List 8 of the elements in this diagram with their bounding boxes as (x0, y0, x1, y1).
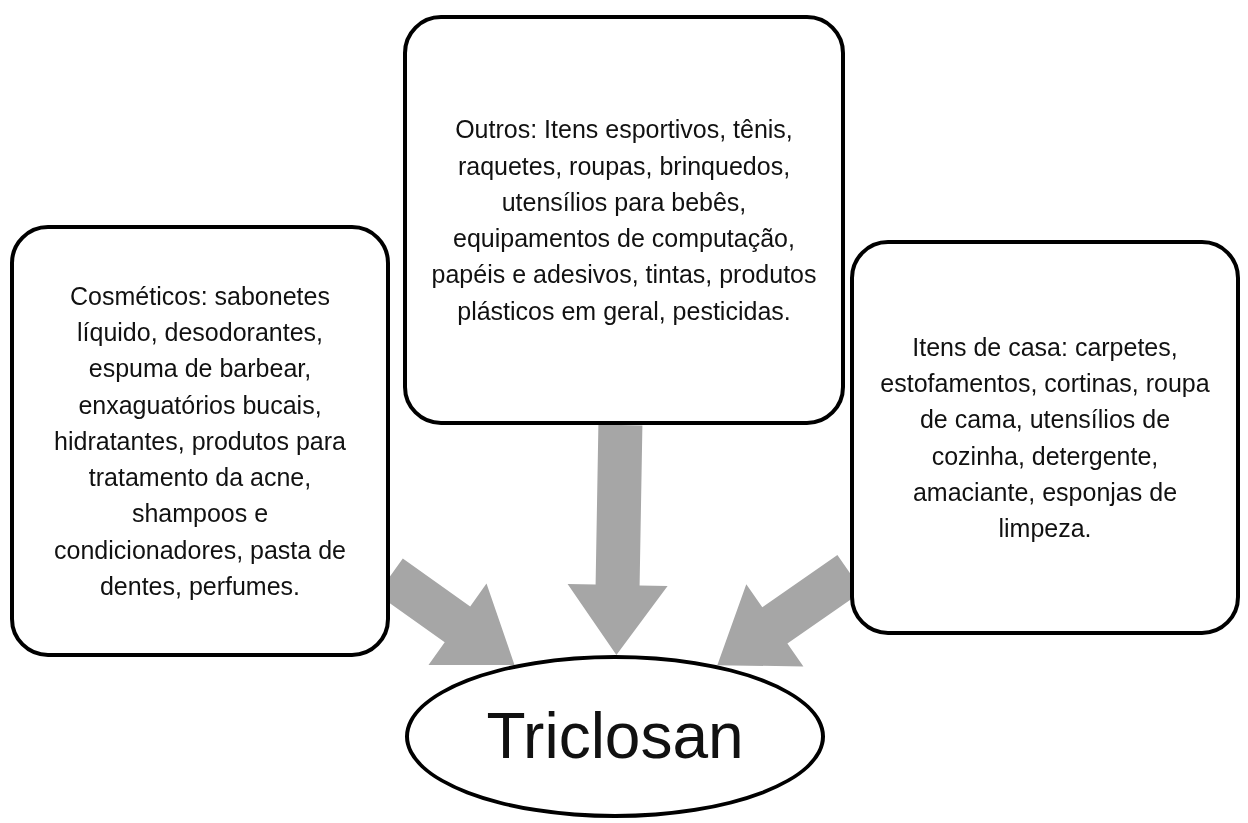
block-arrow (567, 424, 668, 655)
node-text: Triclosan (486, 699, 744, 775)
node-text: Itens de casa: carpetes, estofamentos, cortinas, roupa de cama, utensílios de cozinha, detergente, amaciante, esponjas de limpeza. (879, 331, 1211, 544)
node-text: Cosméticos: sabonetes líquido, desodorantes, espuma de barbear, enxaguatórios bucais, hidratantes, produtos para tratamento da acne, shampoos e condicionadores, pasta de dentes, perfumes. (53, 280, 347, 602)
rounded-box (850, 240, 1240, 635)
rounded-box (403, 15, 845, 425)
rounded-box (10, 225, 390, 657)
node-text: Outros: Itens esportivos, tênis, raquetes, roupas, brinquedos, utensílios para bebês, equipamentos de computação, papéis e adesivos, tintas, produtos plásticos em geral, pesticidas. (430, 114, 818, 327)
